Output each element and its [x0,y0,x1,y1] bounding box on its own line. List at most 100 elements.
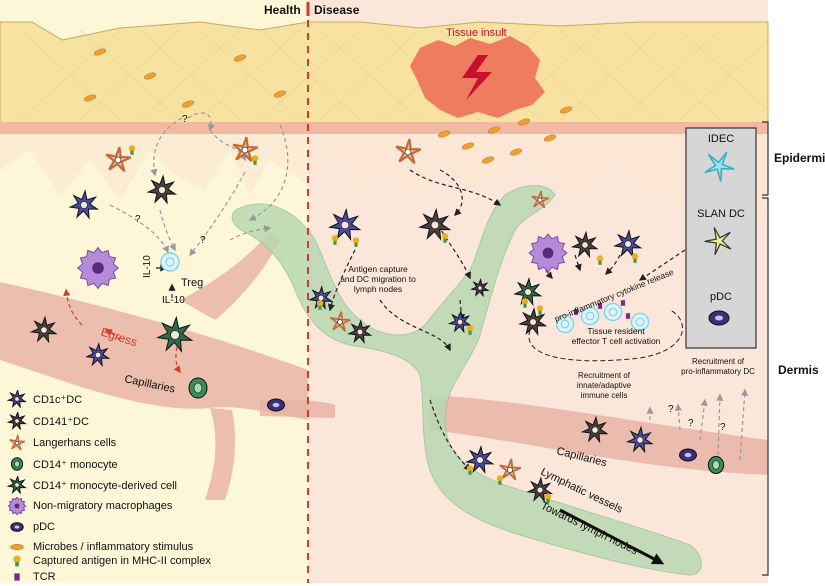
antigen-icon [466,325,474,335]
microbe-icon [544,134,556,142]
arrow [638,249,686,281]
lightning-icon [462,55,492,100]
microbes-layer [84,48,572,164]
recruit-innate-line2: innate/adaptive [577,381,632,390]
treg-cell [603,302,623,322]
microbe-icon [438,130,450,138]
idec-label: IDEC [708,133,734,145]
tcr-icon [620,300,626,306]
langerhans-cell [531,190,550,209]
star-cell-blue [308,285,334,310]
il10-left-label: IL-10 [142,255,153,278]
antigen-capture-line3: lymph nodes [354,284,402,294]
legend-label: CD14⁺ monocyte-derived cell [33,479,177,492]
tcr-icon [14,573,20,581]
recruit-innate-line1: Recruitment of [578,371,631,380]
star-cell-dark [580,415,609,444]
langerhans-cell [9,434,26,451]
legend-item: CD14⁺ monocyte-derived cell [6,476,177,494]
treg-label: Treg [181,277,203,289]
legend-item: Non-migratory macrophages [6,497,172,515]
langerhans-cell [395,138,422,165]
pdc-panel-label: pDC [710,291,732,303]
microbe-icon [482,156,494,164]
star-cell-green [155,315,194,353]
treg-cell [555,314,575,334]
arrow [437,224,471,280]
macrophage-cell [528,233,568,273]
star-cell-dark [469,277,490,298]
microbe-icon [94,48,106,56]
monocyte-cell [707,456,725,474]
legend-item: Captured antigen in MHC-II complex [6,552,211,570]
arrows-layer [63,112,749,472]
stratum-corneum [0,21,769,129]
pdc-cell [10,522,24,532]
star-cell-dark [6,412,27,430]
star-cell-dark [29,315,58,344]
question-mark-5: ? [688,418,694,429]
langerhans-cell [232,136,259,163]
arrow [159,209,176,252]
star-cell-blue [328,207,362,241]
star-cell-blue [613,228,643,259]
capillary-left [0,282,308,420]
antigen-icon [496,475,504,485]
slan-dc-label: SLAN DC [697,208,745,220]
star-cell-blue [68,189,100,220]
tissue-resident-line1: Tissue resident [587,326,645,336]
antigen-icon [631,253,639,263]
idec-cell [704,151,735,182]
microbe-icon [510,148,522,156]
star-cell-dark [6,412,27,430]
question-mark-3: ? [200,235,206,246]
microbe-icon [518,118,530,126]
cells-layer [29,136,735,503]
tissue-insult-label: Tissue insult [446,27,507,39]
star-cell-blue [6,390,27,408]
star-cell-blue [625,425,654,454]
capillary-left-branch [180,232,280,320]
question-mark-4: ? [668,404,674,415]
recruit-dc-line1: Recruitment of [692,357,745,366]
star-cell-green [6,476,27,494]
microbe-icon [274,90,286,98]
microbe-icon [560,106,572,114]
arrow [429,399,472,472]
legend-label: Captured antigen in MHC-II complex [33,555,211,567]
epidermis-ridges [0,134,768,215]
antigen-icon [544,493,552,503]
slan-cell [704,227,732,255]
pdc-cell [10,522,24,532]
arrow [109,204,169,254]
microbe-icon [462,142,474,150]
dermis-bracket [762,197,769,576]
disease-label: Disease [314,3,360,17]
monocyte-cell [10,457,24,471]
langerhans-cell [9,434,26,451]
arrow [439,169,463,217]
antigen-icon [331,235,339,245]
star-cell-blue [85,342,111,367]
lymphatic-vessel [231,185,702,576]
dermis-label: Dermis [778,363,819,377]
langerhans-cell [329,311,351,332]
arrow [574,254,582,272]
legend-item: CD14⁺ monocyte [6,455,118,473]
microbe-icon [84,94,96,102]
recruit-innate-line3: immune cells [581,391,628,400]
legend-item: CD141⁺DC [6,412,89,430]
star-cell-dark [526,476,554,503]
treg-cell [580,306,600,326]
arrow [63,288,83,326]
star-cell-green [6,476,27,494]
antigen-icon [596,255,604,265]
arrow [716,393,724,456]
legend-label: TCR [33,571,56,583]
question-mark-1: ? [182,114,188,125]
antigen-capture-line1: Antigen capture [348,264,408,274]
legend-item: pDC [6,518,55,536]
star-cell-green [513,276,543,307]
monocyte-cell [10,457,24,471]
